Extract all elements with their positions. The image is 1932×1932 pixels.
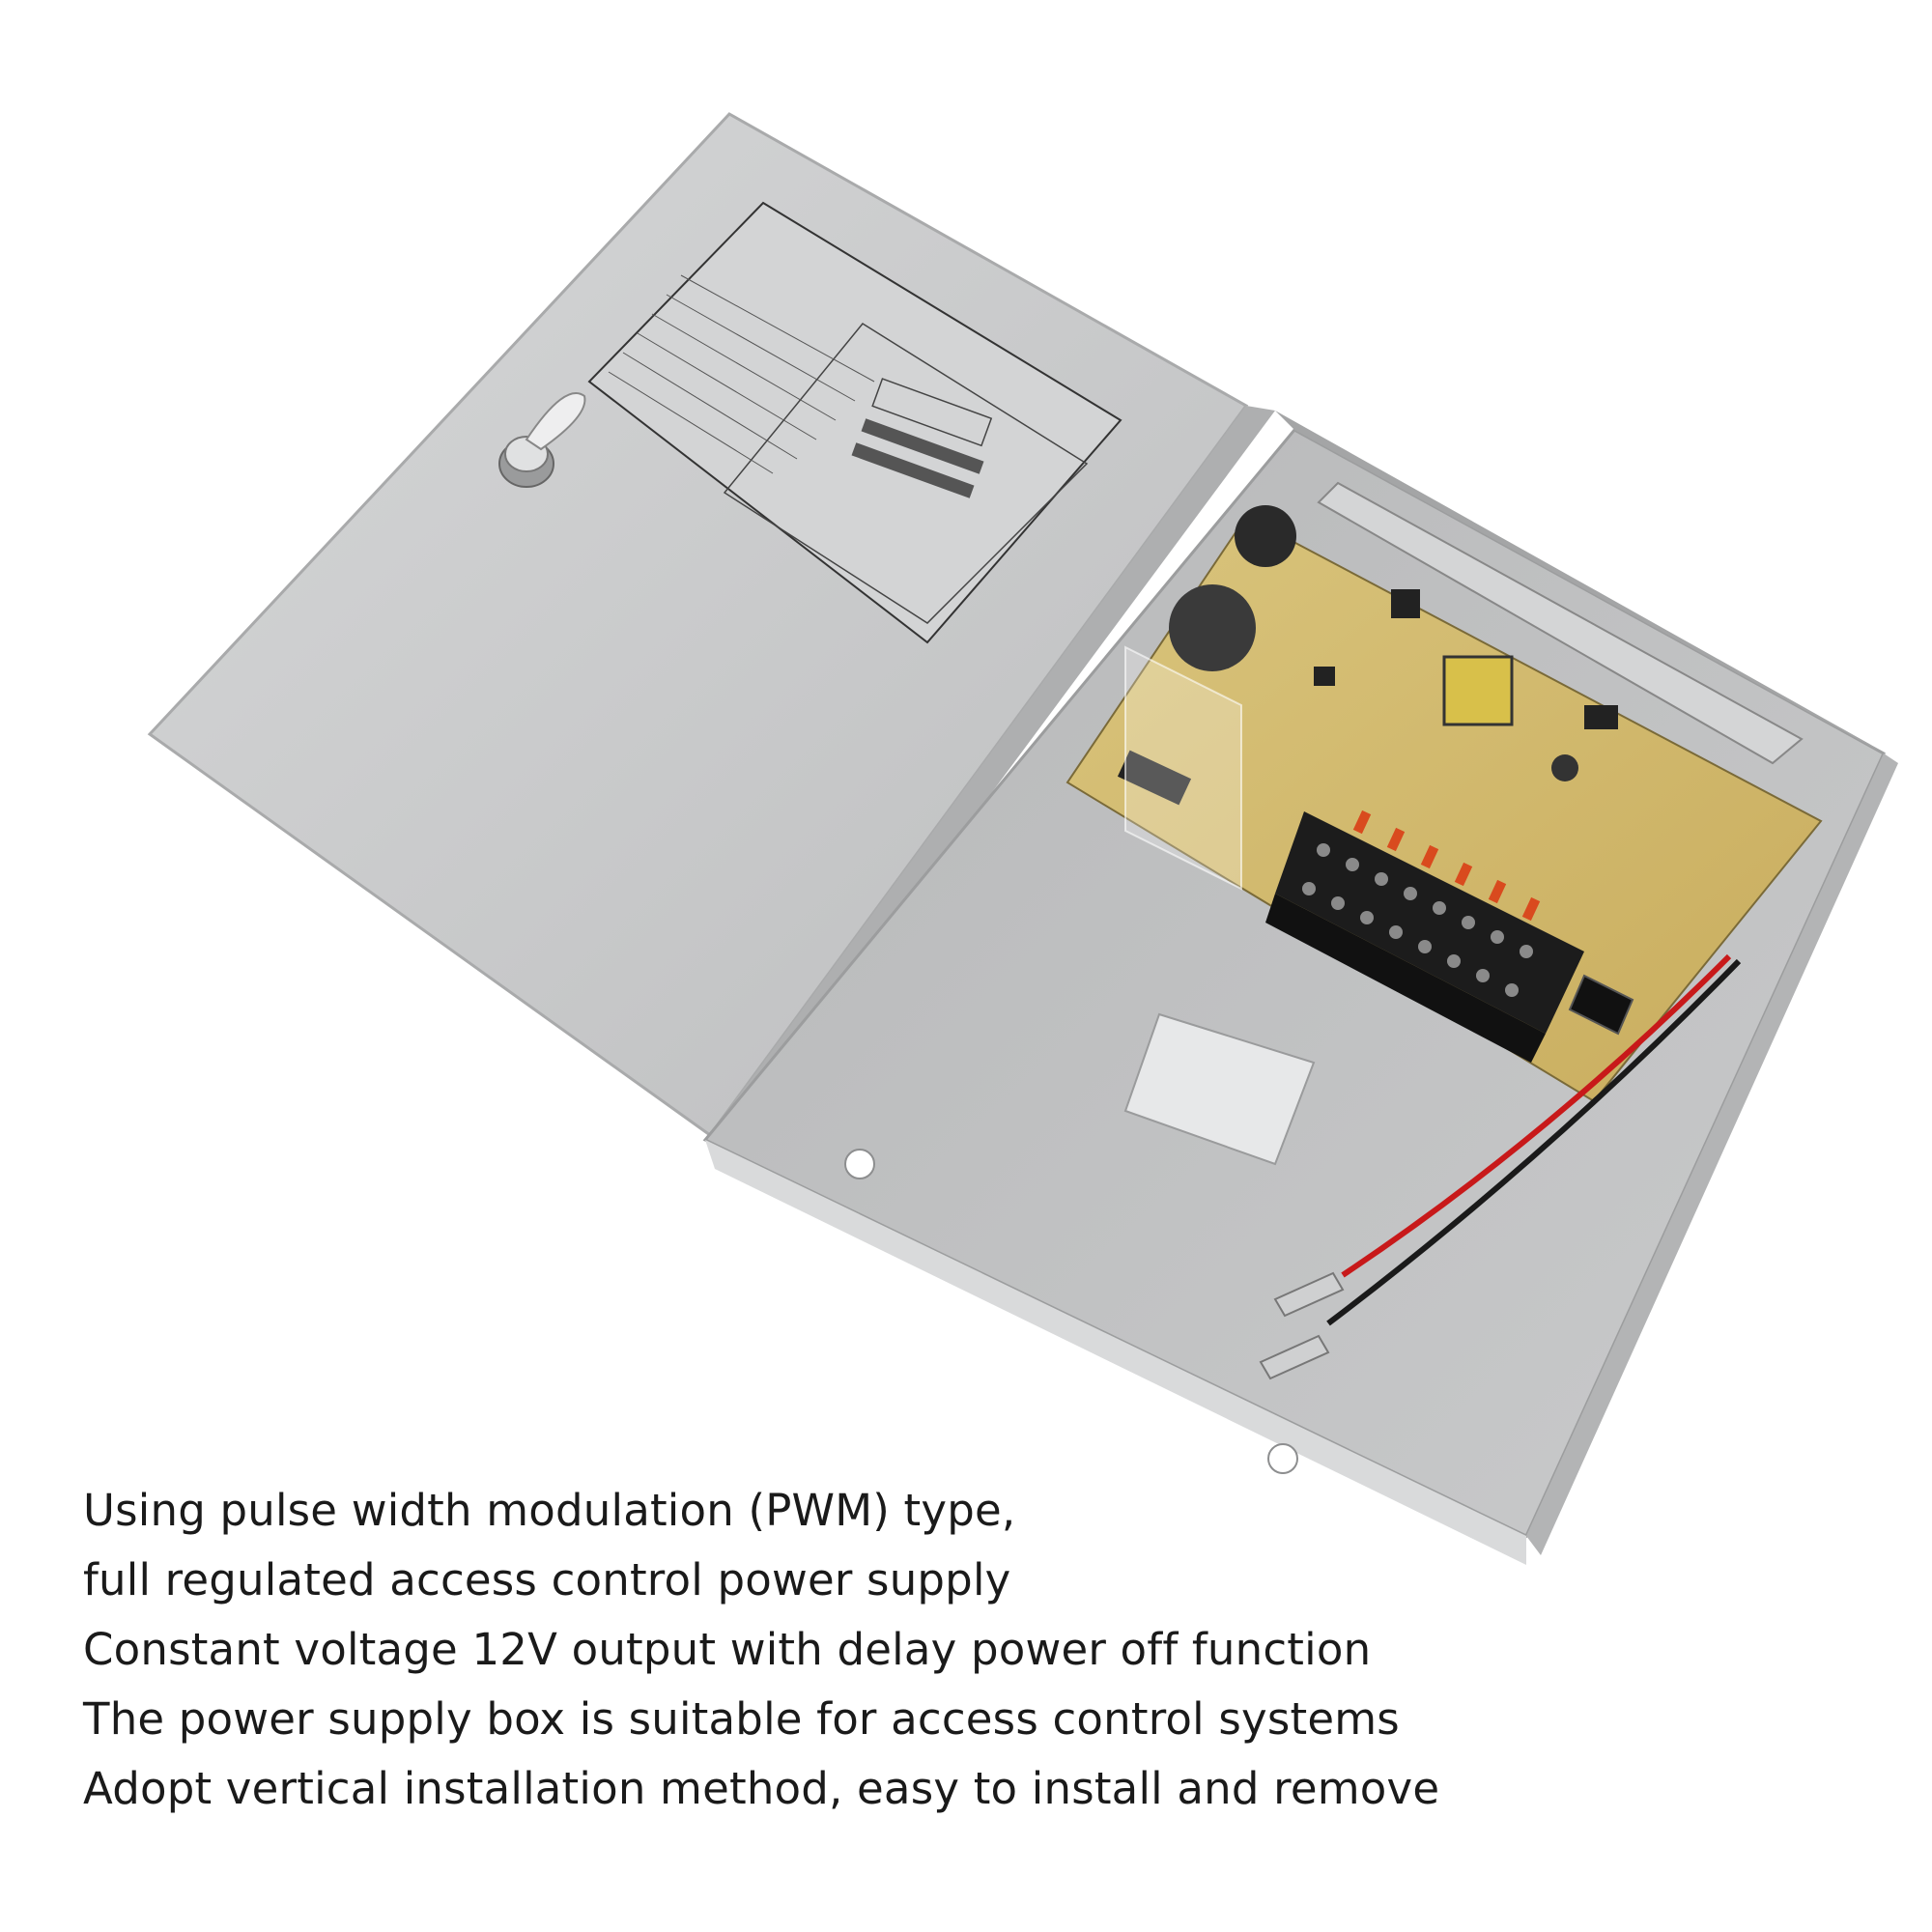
label-diagram-icon <box>587 201 1122 644</box>
lock-icon <box>498 392 586 488</box>
feature-item: Using pulse width modulation (PWM) type, <box>83 1485 1016 1536</box>
power-switch-icon <box>1568 974 1634 1036</box>
feature-item: Constant voltage 12V output with delay p… <box>83 1624 1372 1675</box>
feature-list: Using pulse width modulation (PWM) type,… <box>83 1476 1439 1824</box>
wire-connector-icon <box>1259 953 1742 1380</box>
terminal-block-icon <box>1265 810 1584 1063</box>
feature-item: full regulated access control power supp… <box>83 1554 1011 1605</box>
feature-item: Adopt vertical installation method, easy… <box>83 1763 1440 1814</box>
feature-item: The power supply box is suitable for acc… <box>83 1693 1400 1745</box>
